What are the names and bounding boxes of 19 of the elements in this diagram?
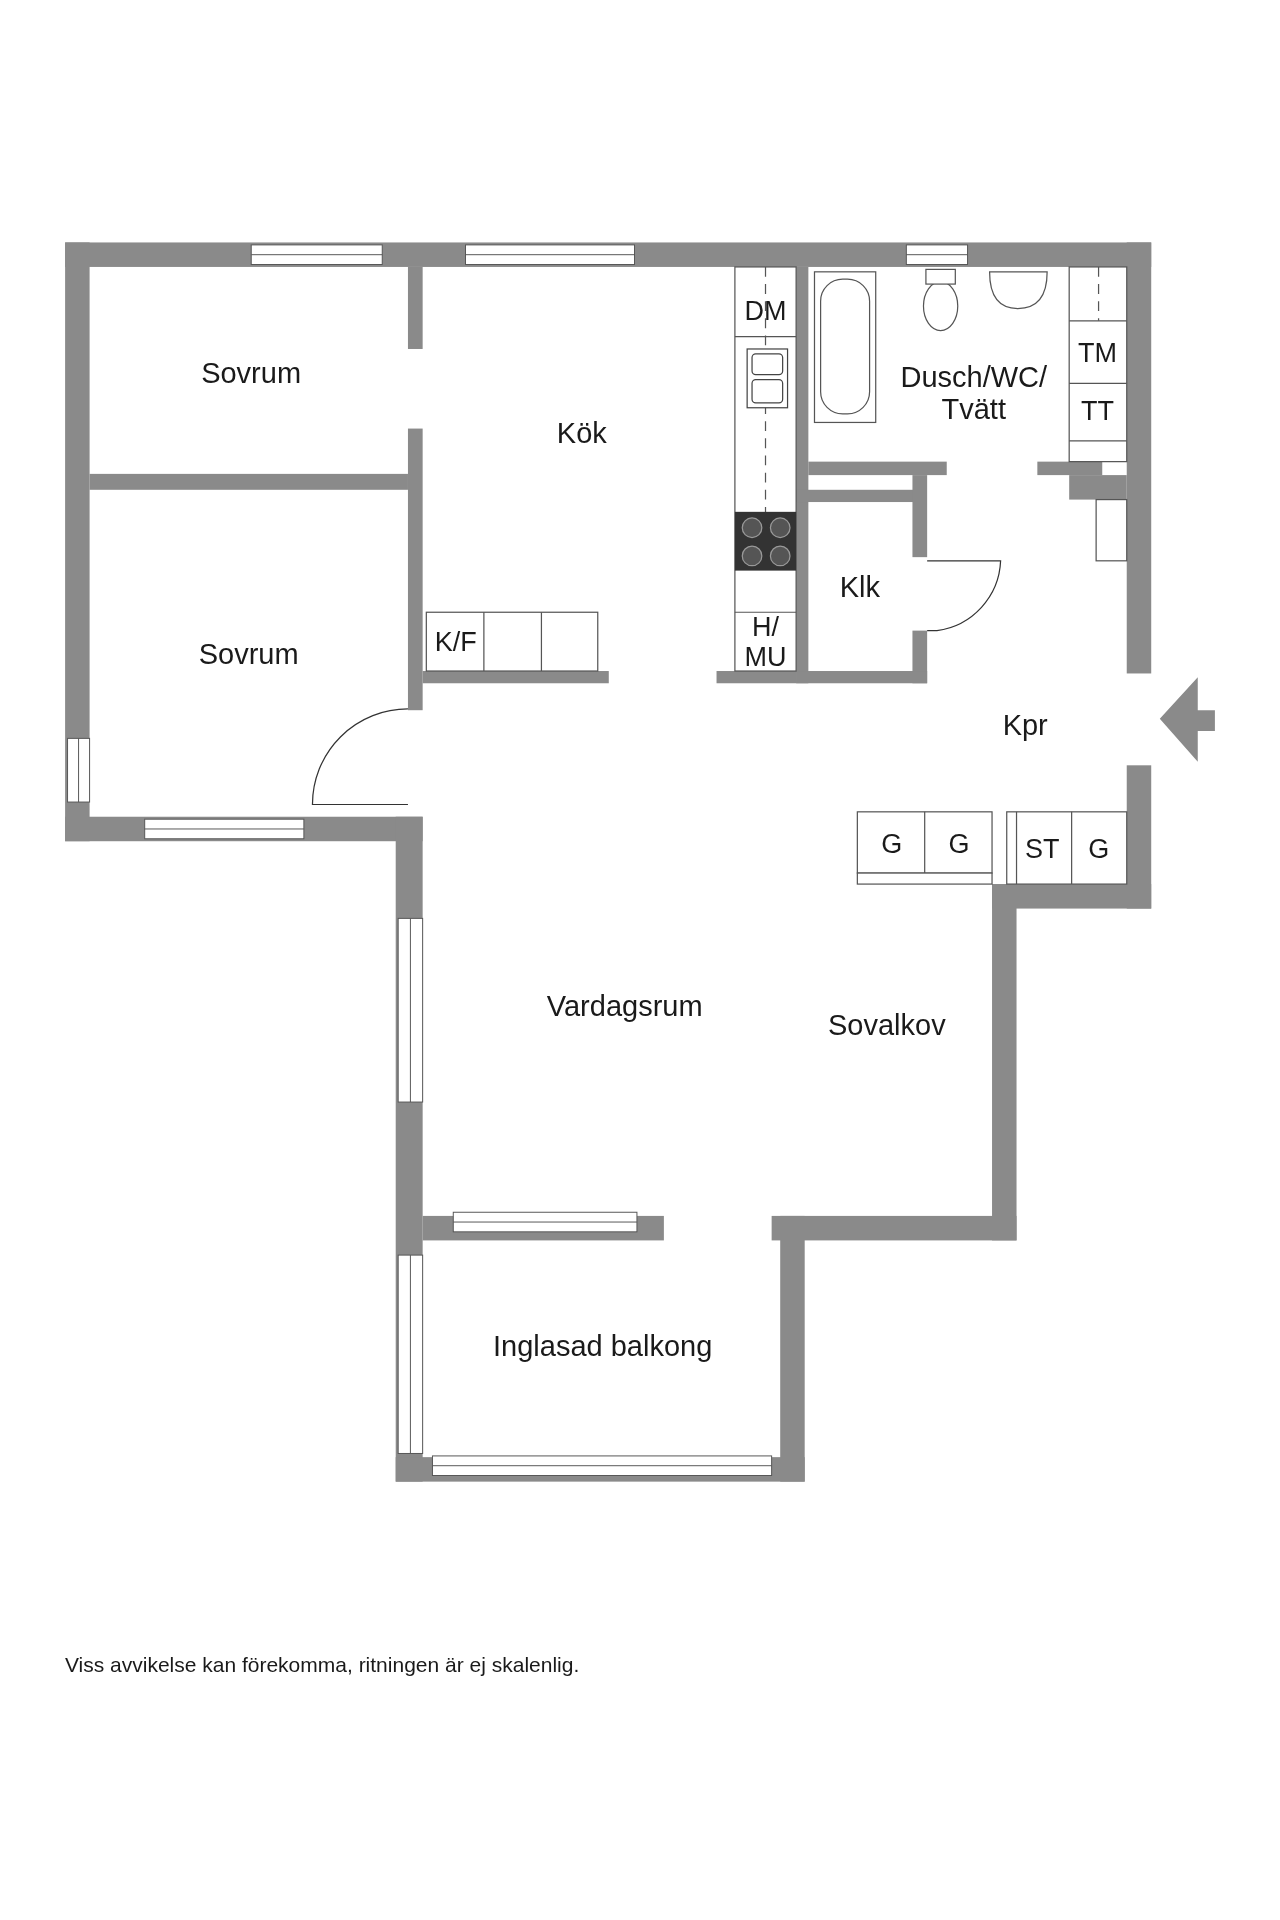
- room-label: Kpr: [1002, 710, 1048, 743]
- room-label: Dusch/WC/ Tvätt: [899, 362, 1049, 427]
- room-label: Sovrum: [201, 357, 302, 390]
- cabinet-label: G: [881, 830, 903, 860]
- cabinet-label: G: [948, 830, 970, 860]
- room-label: Klk: [839, 572, 880, 604]
- cabinet-label: G: [1088, 835, 1110, 865]
- cabinet-label: DM: [744, 297, 787, 328]
- cabinet-label: ST: [1025, 835, 1060, 865]
- cabinet-label: TM: [1078, 339, 1117, 369]
- caption: Viss avvikelse kan förekomma, ritningen är ej skalenlig.: [64, 1651, 580, 1678]
- room-label: Inglasad balkong: [493, 1331, 713, 1364]
- cabinet-label: TT: [1081, 396, 1114, 427]
- cabinet-label: K/F: [434, 628, 477, 658]
- room-label: Vardagsrum: [546, 990, 703, 1023]
- room-label: Sovalkov: [828, 1010, 946, 1043]
- cabinet-label: H/ MU: [743, 613, 788, 673]
- room-label: Kök: [556, 417, 607, 450]
- room-label: Sovrum: [198, 639, 299, 672]
